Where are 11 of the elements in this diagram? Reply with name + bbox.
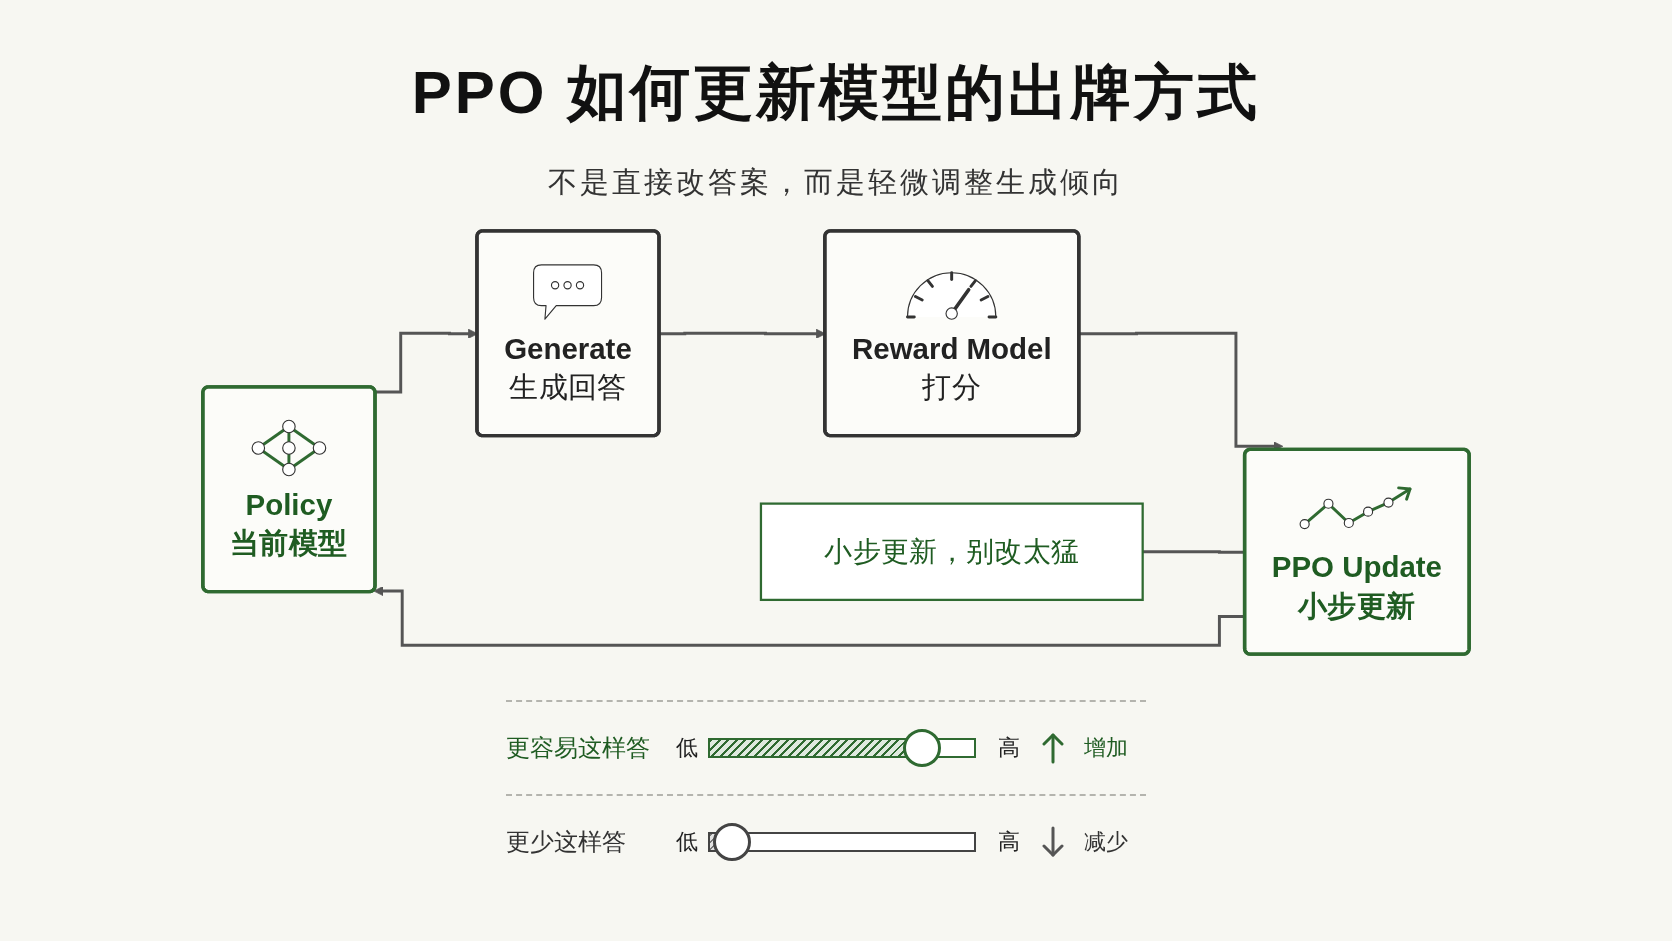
change-label: 减少 <box>1084 828 1128 856</box>
scale-min-label: 低 <box>676 734 698 762</box>
slider-label: 更容易这样答 <box>506 733 650 763</box>
scale-min-label: 低 <box>676 828 698 856</box>
node-box: 小步更新，别改太猛 <box>759 502 1144 602</box>
change-label: 增加 <box>1084 734 1128 762</box>
scale-max-label: 高 <box>998 828 1020 856</box>
title: PPO 如何更新模型的出牌方式 <box>411 58 1261 127</box>
slider-label: 更少这样答 <box>506 827 626 857</box>
subtitle: 不是直接改答案，而是轻微调整生成倾向 <box>548 165 1124 200</box>
scale-max-label: 高 <box>998 734 1020 762</box>
